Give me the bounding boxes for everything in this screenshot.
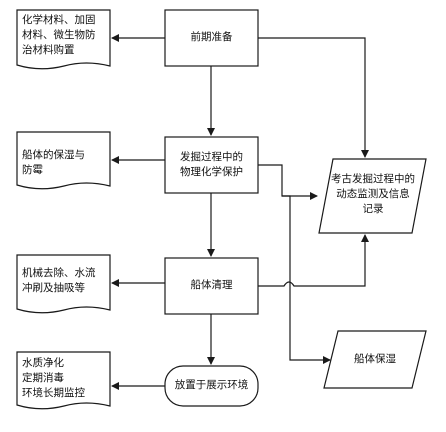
doc-mech-label: 机械去除、水流 冲刷及抽吸等 xyxy=(22,267,96,294)
clean-label: 船体清理 xyxy=(190,279,233,291)
doc-water-label: 水质净化 定期消毒 环境长期监控 xyxy=(22,357,85,399)
clean-box xyxy=(164,257,259,315)
doc-materials-label: 化学材料、加固 材料、微生物防 治材料购置 xyxy=(22,14,96,56)
keepwet-label: 船体保湿 xyxy=(354,353,396,365)
arrow-clean-to-monitor xyxy=(258,234,369,287)
keepwet-parallelogram xyxy=(323,330,427,389)
display-label: 放置于展示环境 xyxy=(174,379,249,391)
prep-label: 前期准备 xyxy=(190,31,233,43)
arrow-protect-to-keepwet xyxy=(282,195,331,364)
doc-moist-shape xyxy=(16,131,111,190)
doc-materials-shape xyxy=(16,9,111,70)
monitor-label: 考古发掘过程中的 动态监测及信息 记录 xyxy=(331,173,415,215)
doc-mech-shape xyxy=(16,254,111,314)
doc-moist-label: 船体的保湿与 防霉 xyxy=(22,149,85,176)
doc-water-shape xyxy=(16,351,111,410)
monitor-parallelogram xyxy=(318,158,427,234)
arrow-prep-to-monitor xyxy=(258,37,369,158)
prep-box xyxy=(164,9,259,67)
arrow-protect-to-monitor xyxy=(258,164,318,200)
protect-box xyxy=(164,136,259,194)
protect-label: 发掘过程中的 物理化学保护 xyxy=(180,151,243,178)
